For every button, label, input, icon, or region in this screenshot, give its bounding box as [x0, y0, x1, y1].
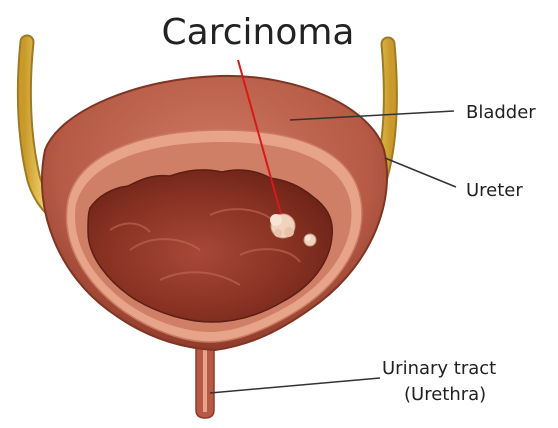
carcinoma-title: Carcinoma — [162, 12, 355, 53]
carcinoma-tumor-small — [304, 234, 316, 246]
ureter-leader-line — [385, 158, 456, 187]
urethra-label: (Urethra) — [404, 384, 486, 405]
urinary-tract-label: Urinary tract — [382, 358, 496, 379]
urethra-lumen — [203, 345, 207, 412]
bladder-label: Bladder — [466, 102, 536, 123]
urethra-leader-line — [210, 378, 380, 393]
carcinoma-tumor-large — [270, 214, 295, 238]
ureter-label: Ureter — [466, 180, 523, 201]
